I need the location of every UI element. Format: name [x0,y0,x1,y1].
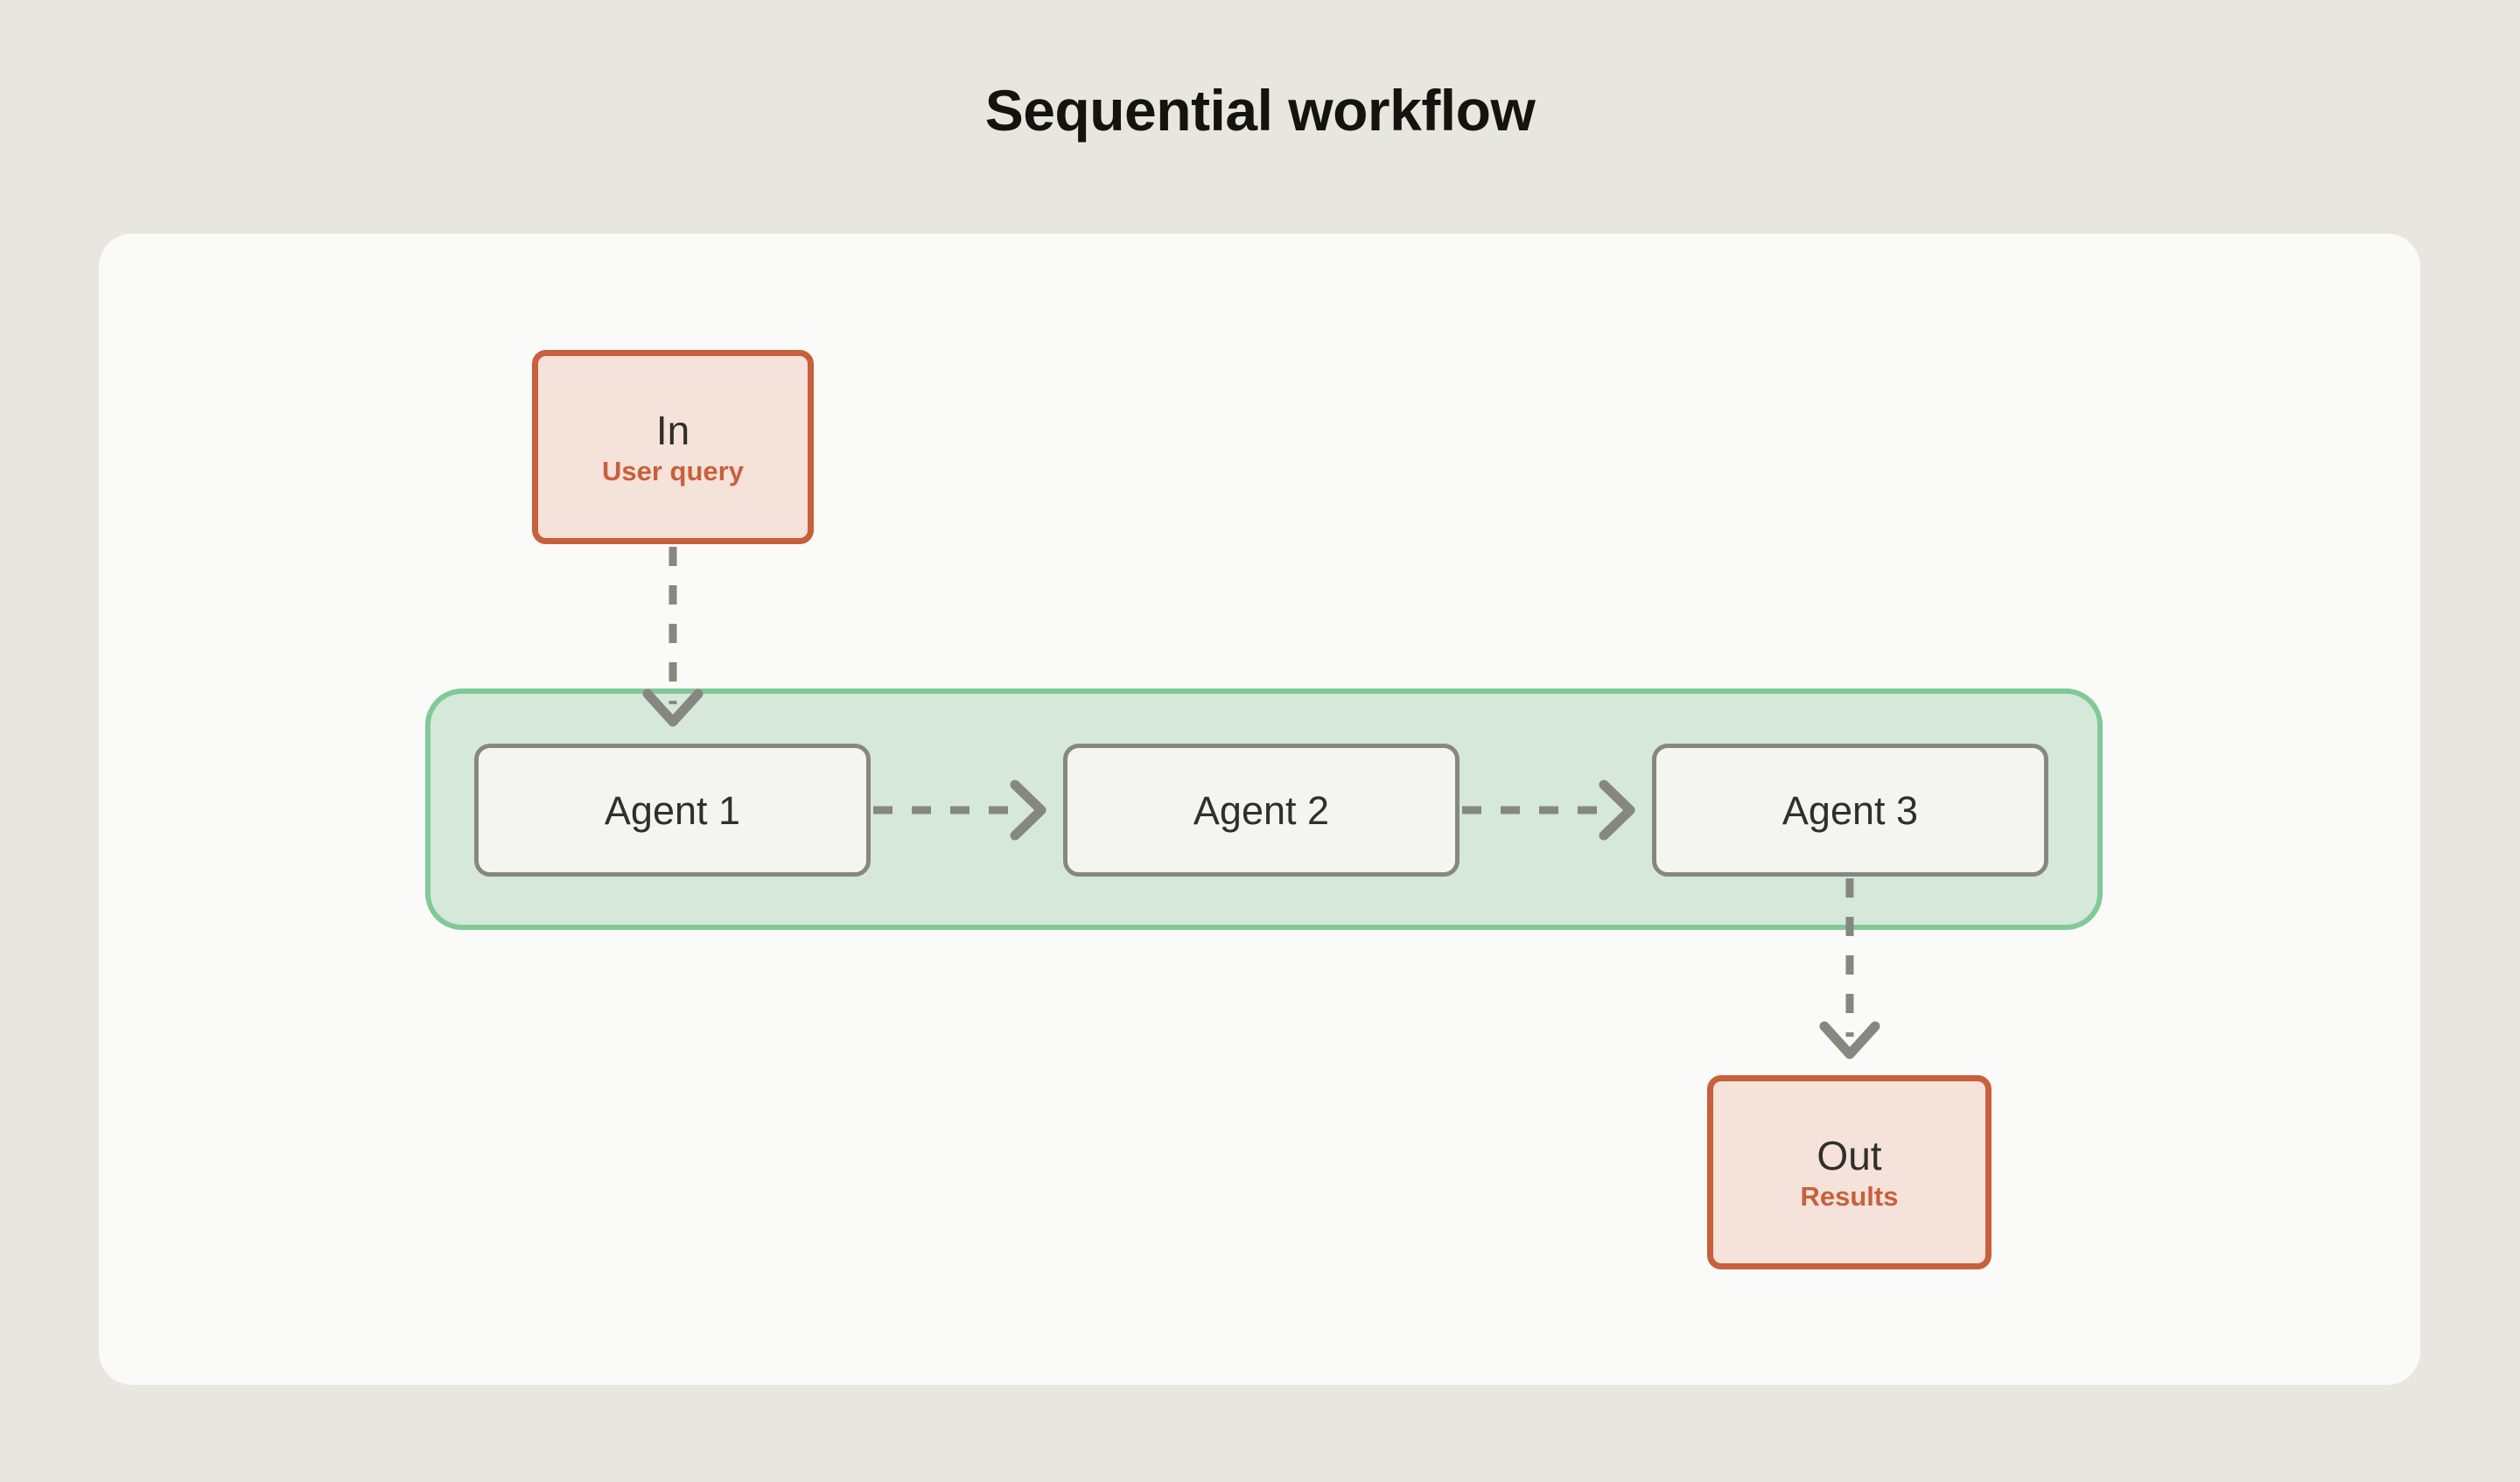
page-title: Sequential workflow [984,78,1536,143]
input-node-subtitle: User query [602,455,744,486]
agent-node-2[interactable]: Agent 2 [1063,744,1460,877]
output-node-title: Out [1816,1132,1882,1178]
agent-node-3[interactable]: Agent 3 [1652,744,2048,877]
output-node-subtitle: Results [1800,1180,1899,1212]
output-node[interactable]: Out Results [1707,1075,1992,1269]
input-node-title: In [655,407,690,453]
agent-node-1[interactable]: Agent 1 [474,744,871,877]
input-node[interactable]: In User query [532,350,814,544]
